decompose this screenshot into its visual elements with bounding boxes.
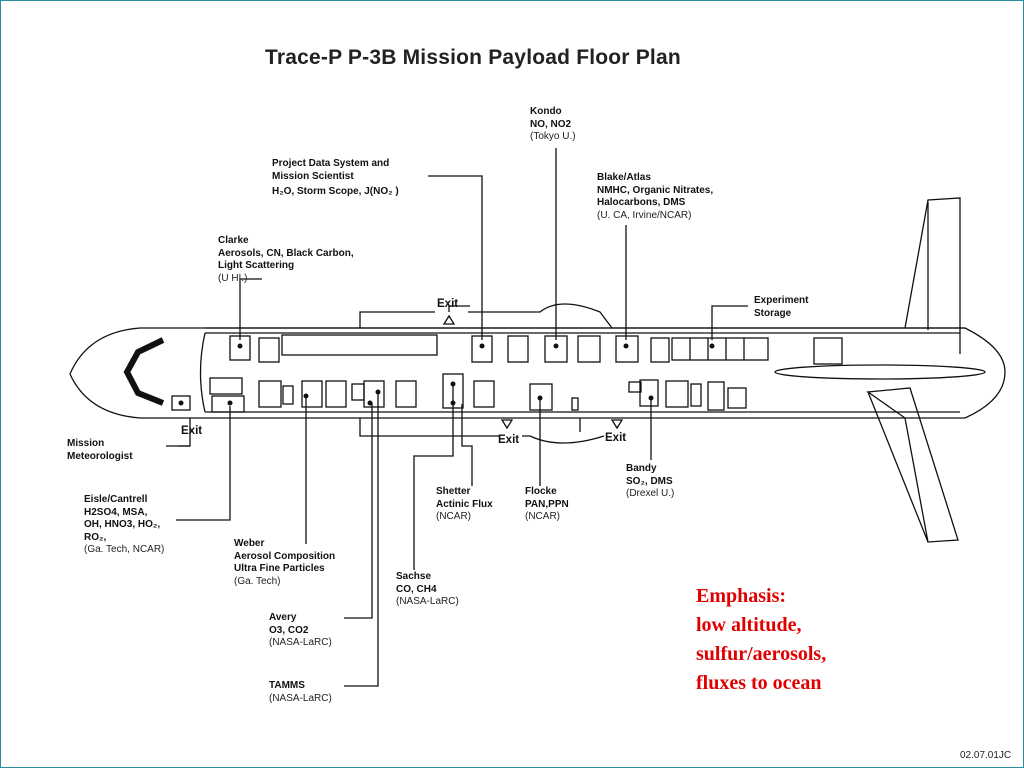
slide-code: 02.07.01JC: [960, 750, 1012, 761]
label-flocke: Flocke PAN,PPN (NCAR): [525, 486, 569, 522]
emphasis-note: Emphasis: low altitude, sulfur/aerosols,…: [696, 585, 827, 694]
exit-label-aft: Exit: [605, 432, 627, 444]
label-shetter: Shetter Actinic Flux (NCAR): [436, 486, 493, 522]
label-kondo: Kondo NO, NO2 (Tokyo U.): [530, 106, 576, 142]
exit-label-mid: Exit: [498, 434, 520, 446]
label-mission-meteorologist: Mission Meteorologist: [67, 438, 133, 462]
label-clarke: Clarke Aerosols, CN, Black Carbon, Light…: [218, 235, 354, 284]
exit-label-front: Exit: [181, 425, 203, 437]
label-sachse: Sachse CO, CH4 (NASA-LaRC): [396, 571, 459, 607]
label-eisle-cantrell: Eisle/Cantrell H2SO4, MSA, OH, HNO3, HO₂…: [84, 494, 165, 555]
label-project-data-system: Project Data System and Mission Scientis…: [272, 158, 399, 197]
label-bandy: Bandy SO₂, DMS (Drexel U.): [626, 463, 675, 499]
page-title: Trace-P P-3B Mission Payload Floor Plan: [265, 46, 681, 69]
exit-label-top: Exit: [437, 298, 459, 310]
label-weber: Weber Aerosol Composition Ultra Fine Par…: [234, 538, 336, 587]
label-experiment-storage: Experiment Storage: [754, 295, 809, 319]
label-tamms: TAMMS (NASA-LaRC): [269, 680, 332, 704]
label-blake-atlas: Blake/Atlas NMHC, Organic Nitrates, Halo…: [597, 172, 714, 221]
label-avery: Avery O3, CO2 (NASA-LaRC): [269, 612, 332, 648]
